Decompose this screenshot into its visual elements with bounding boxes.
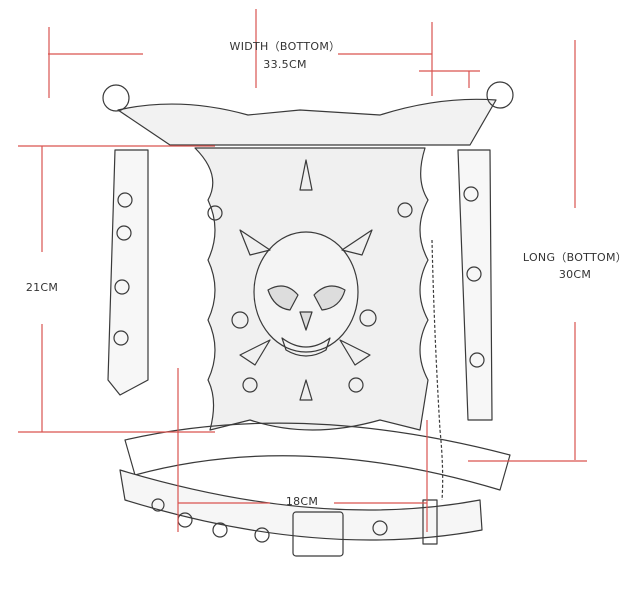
dimension-lines [18, 9, 587, 532]
width-label: WIDTH（BOTTOM） [229, 40, 341, 53]
height-value: 21CM [25, 281, 59, 294]
strap-value: 18CM [285, 495, 319, 508]
long-value: 30CM [558, 268, 592, 281]
width-value: 33.5CM [263, 58, 307, 71]
long-label: LONG（BOTTOM） [522, 251, 628, 264]
